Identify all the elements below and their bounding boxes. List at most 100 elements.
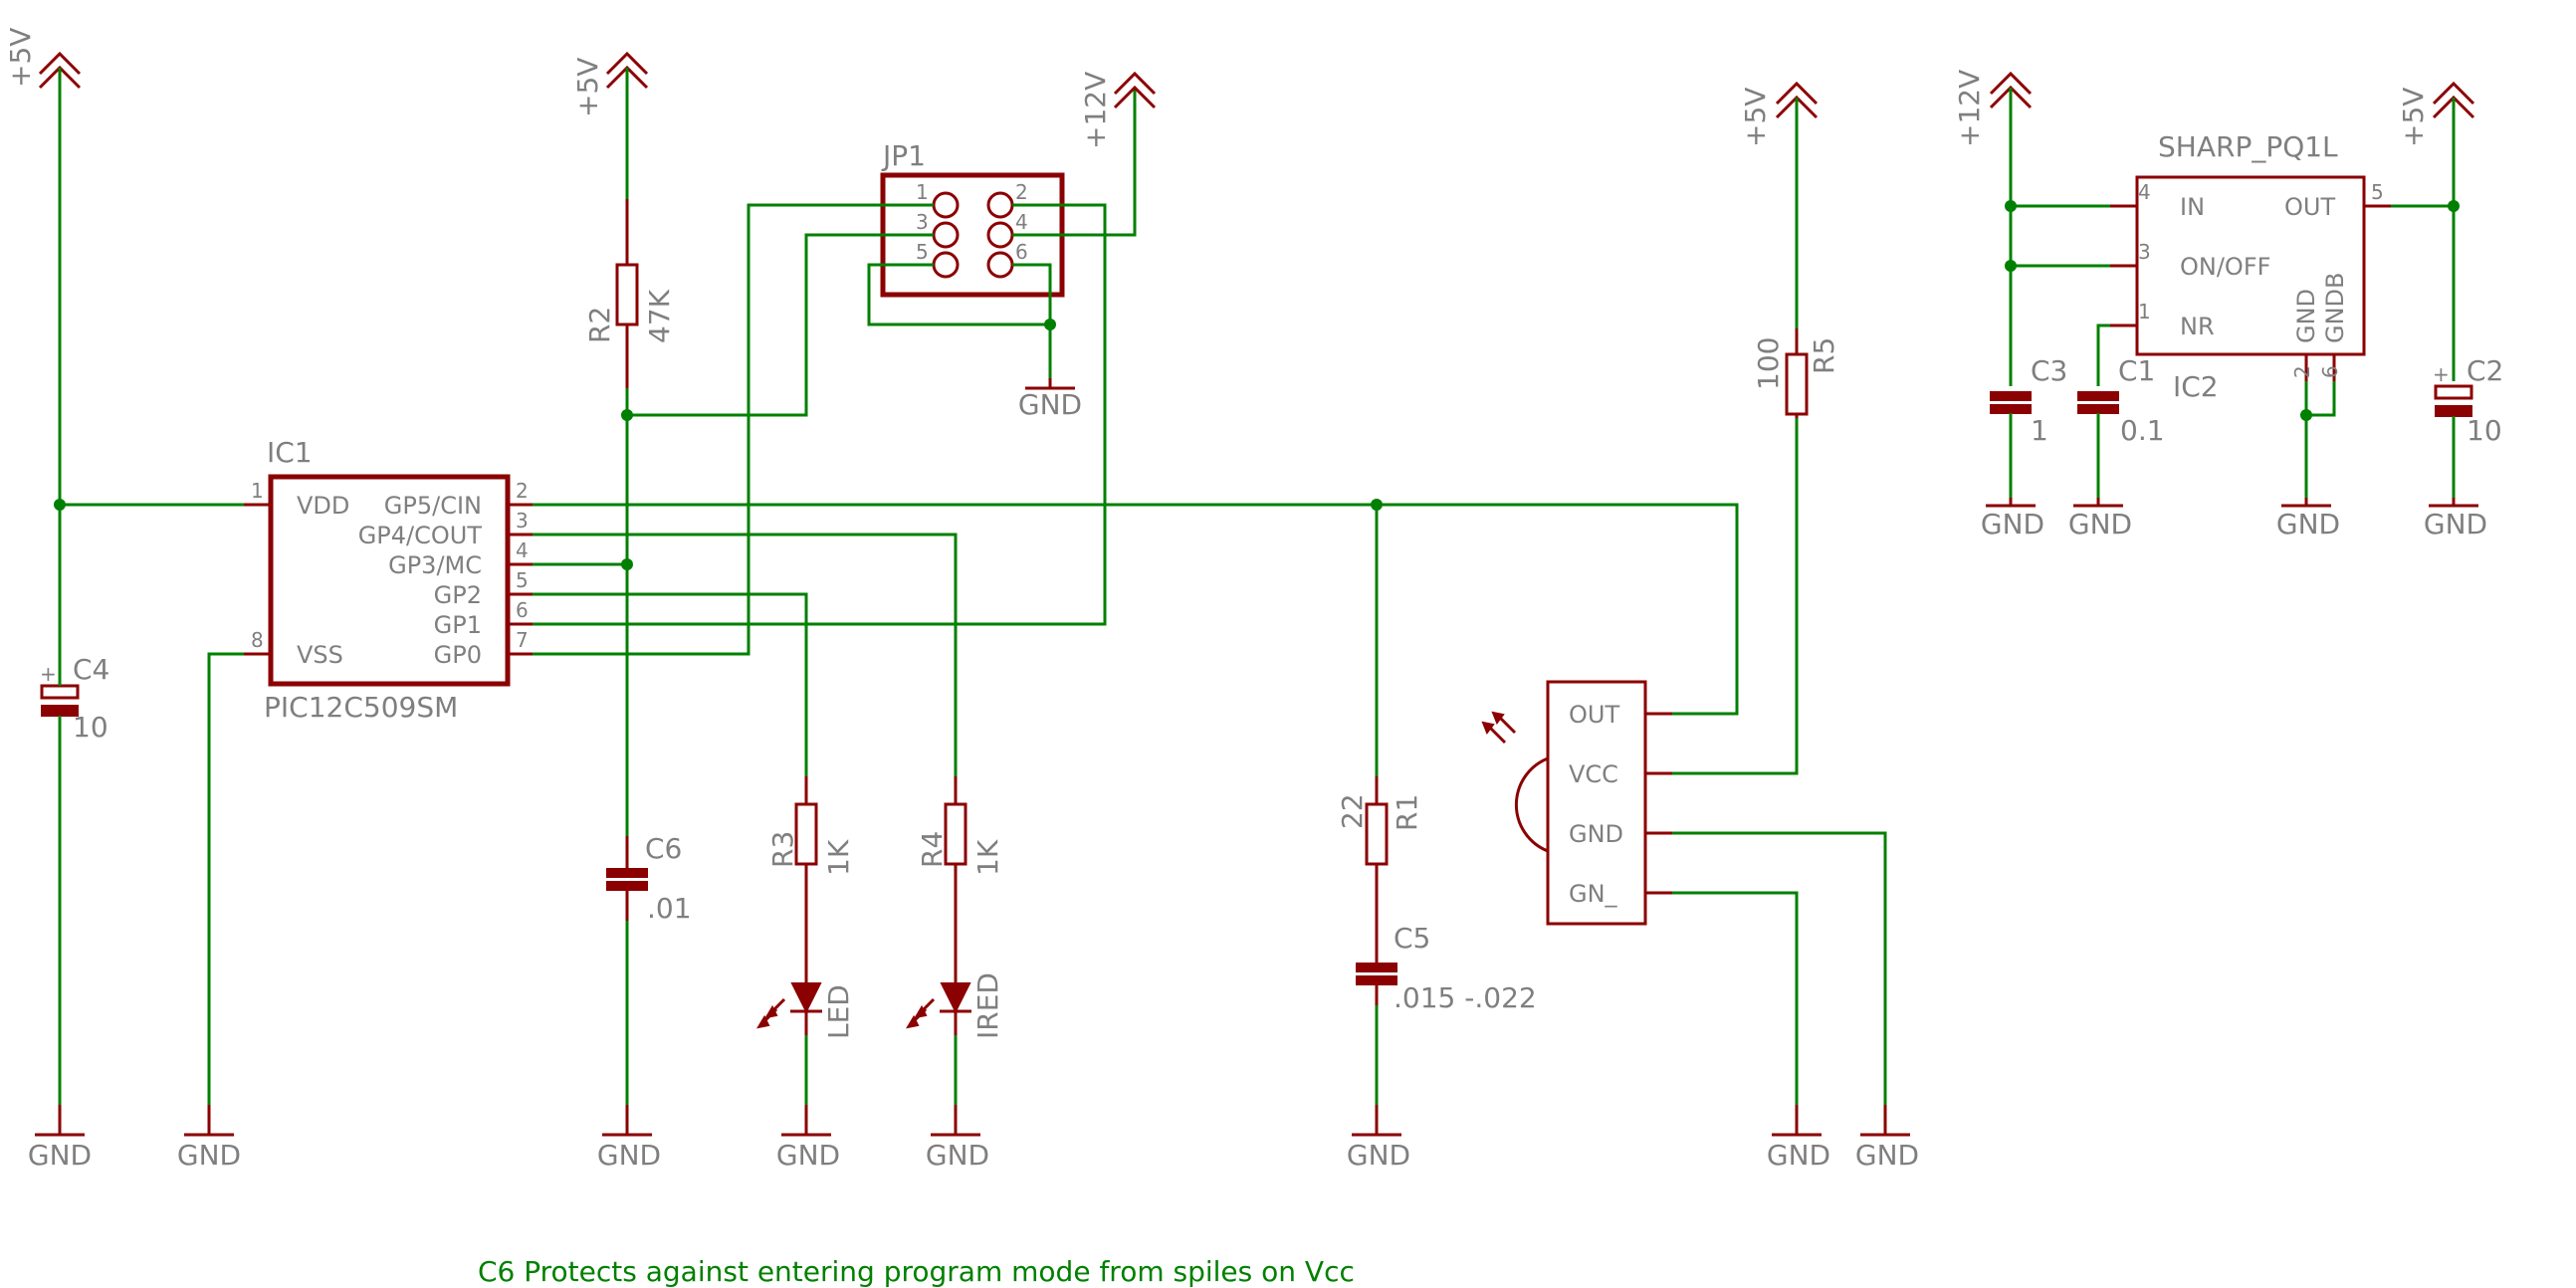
svg-text:1: 1 [2138,300,2151,323]
svg-text:+12V: +12V [1953,70,1986,147]
c3-name: C3 [2031,354,2067,387]
svg-text:1: 1 [251,479,264,503]
r2-value: 47K [643,289,676,343]
c1-name: C1 [2118,354,2155,387]
design-note: C6 Protects against entering program mod… [478,1255,1355,1288]
gnd-ir-2: GND [1855,1105,1919,1172]
svg-text:+: + [2433,362,2450,386]
gnd-c6: GND [597,1105,661,1172]
c2-name: C2 [2467,354,2503,387]
r1-name: R1 [1391,794,1423,831]
resistor-r1: 22 R1 [1336,776,1423,956]
c6-name: C6 [645,832,682,865]
svg-text:GP4/COUT: GP4/COUT [358,522,483,549]
gnd-ic2: GND [2276,498,2340,540]
svg-text:VSS: VSS [297,641,343,669]
c2-value: 10 [2467,414,2502,447]
svg-text:GND: GND [2292,289,2320,343]
supply-label: +5V [4,28,37,88]
svg-text:5: 5 [516,568,529,592]
resistor-r4: R4 1K [916,776,1004,956]
svg-text:+5V: +5V [571,58,604,117]
ic1-pic12c509sm: IC1 PIC12C509SM VDD VSS GP5/CIN GP4/COUT… [244,436,533,724]
svg-text:OUT: OUT [2284,193,2335,221]
c6-value: .01 [647,892,692,925]
r4-ired-branch: R4 1K IRED GND [533,533,1004,1172]
capacitor-c4: + C4 10 [40,653,109,744]
svg-text:OUT: OUT [1569,701,1619,729]
gnd-ir-1: GND [1767,1105,1830,1172]
r4-value: 1K [971,839,1004,876]
gnd-vss: GND [177,1105,241,1172]
ir-receiver-module: OUT VCC GND GN_ [1481,680,1672,926]
svg-text:GND: GND [2068,508,2132,540]
supply-plus5v-ic2: +5V [2397,81,2475,147]
svg-text:2: 2 [1015,180,1028,204]
capacitor-c6: C6 .01 [606,832,692,925]
jp1-header: JP1 1 2 3 4 5 6 [880,139,1065,298]
svg-text:GN_: GN_ [1569,880,1618,908]
svg-text:NR: NR [2180,313,2215,340]
svg-text:4: 4 [1015,210,1028,234]
svg-text:ON/OFF: ON/OFF [2180,253,2270,281]
svg-text:GP1: GP1 [434,611,482,639]
svg-text:GND: GND [2424,508,2487,540]
gnd-jp1: GND [1018,378,1082,421]
r3-led-branch: R3 1K LED GND [533,592,855,1172]
gnd-c5: GND [1347,1105,1410,1172]
supply-plus5v-r5: +5V [1739,81,1819,147]
svg-text:3: 3 [916,210,929,234]
led-label: LED [822,984,855,1039]
r3-value: 1K [822,839,855,876]
svg-text:GND: GND [2276,508,2340,540]
ic2-part: SHARP_PQ1L [2158,130,2338,163]
svg-text:GND: GND [597,1139,661,1172]
capacitor-c1: C1 0.1 [2077,354,2165,447]
supply-plus12v-ic2: +12V [1953,70,2033,147]
led: LED [755,956,855,1039]
svg-text:GND: GND [1767,1139,1830,1172]
gnd-c4: GND [28,1105,92,1172]
supply-plus12v-jp1: +12V [1079,72,1157,149]
r2-c6-branch: +5V R2 47K C6 .01 GND [533,51,692,1172]
gnd-led: GND [776,1105,840,1172]
svg-text:+12V: +12V [1079,72,1112,149]
ic2-sharp-pq1l: SHARP_PQ1L IC2 IN ON/OFF NR OUT GND GNDB… [2110,130,2391,403]
capacitor-c5: C5 .015 -.022 [1356,922,1537,1014]
svg-text:GND: GND [1981,508,2044,540]
svg-text:GNDB: GNDB [2321,273,2349,344]
vss-branch: GND [177,652,244,1172]
svg-text:GP3/MC: GP3/MC [388,551,482,579]
gnd-c2: GND [2424,498,2487,540]
jp1-name: JP1 [881,139,926,172]
capacitor-c2: + C2 10 [2433,354,2503,447]
resistor-r3: R3 1K [766,776,855,956]
svg-text:5: 5 [916,240,929,264]
c1-value: 0.1 [2120,414,2165,447]
r5-branch: +5V 100 R5 [1739,81,1840,418]
ic2-output-branch: +5V + C2 10 GND [2391,81,2503,540]
svg-text:3: 3 [2138,240,2151,264]
svg-text:VDD: VDD [297,492,349,520]
svg-text:GND: GND [926,1139,989,1172]
r2-name: R2 [583,307,616,343]
svg-text:1: 1 [916,180,929,204]
c5-value: .015 -.022 [1394,981,1537,1014]
svg-text:6: 6 [2318,365,2342,378]
supply-plus5v-r2: +5V [571,51,649,117]
svg-text:GND: GND [1347,1139,1410,1172]
r3-name: R3 [766,831,799,868]
gnd-c1: GND [2068,498,2132,540]
svg-text:IN: IN [2180,193,2205,221]
resistor-r5: 100 R5 [1752,328,1840,418]
r1-c5-branch: 22 R1 C5 .015 -.022 GND [533,499,1739,1172]
svg-text:GND: GND [177,1139,241,1172]
gnd-ired: GND [926,1105,989,1172]
svg-text:8: 8 [251,628,264,652]
ic2-input-branch: +12V C3 1 GND C1 0.1 GND [1953,70,2165,540]
supply-plus5v-left: +5V [4,28,82,90]
svg-text:GND: GND [1018,388,1082,421]
r5-value: 100 [1752,337,1785,390]
ic1-part: PIC12C509SM [264,691,458,724]
